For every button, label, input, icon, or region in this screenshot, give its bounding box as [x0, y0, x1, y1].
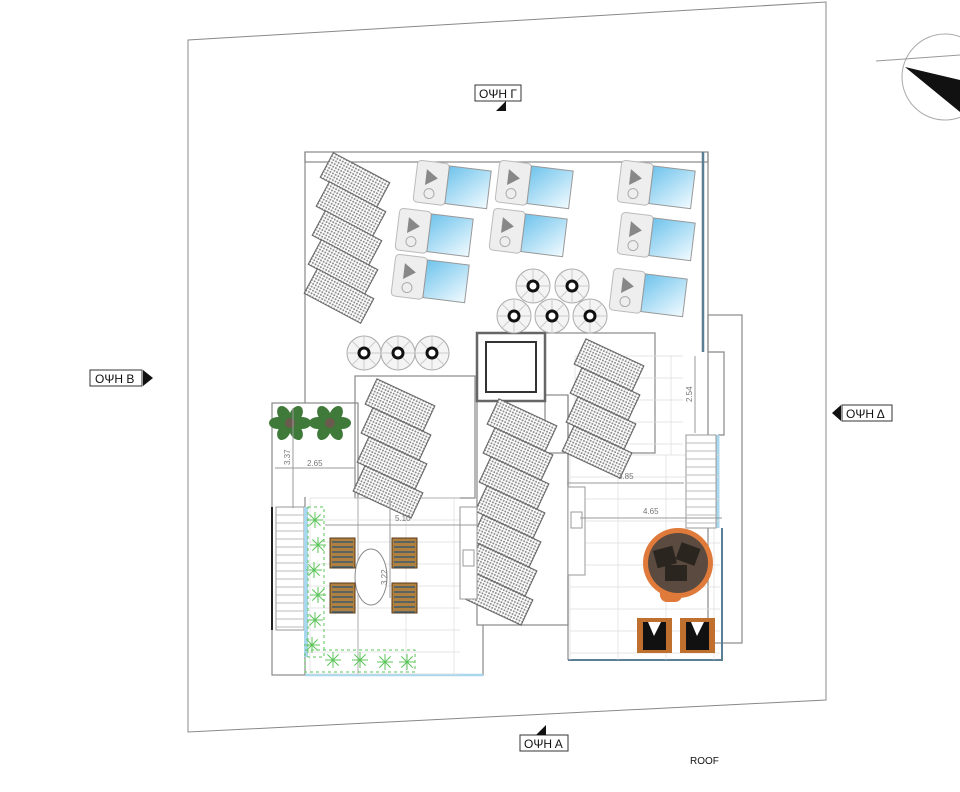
sun-lounger-icon	[608, 267, 688, 318]
umbrella-icon	[346, 335, 382, 371]
sun-lounger-icon	[488, 207, 568, 258]
dim-dining-width: 5.10	[395, 514, 411, 523]
shrub-icon	[306, 562, 322, 578]
solar-panel-icon	[352, 465, 424, 519]
svg-text:ΟΨΗ Α: ΟΨΗ Α	[524, 737, 563, 751]
shrubs	[304, 512, 415, 670]
svg-text:ΟΨΗ Β: ΟΨΗ Β	[95, 372, 134, 386]
umbrella-icon	[496, 298, 532, 334]
dim-stair-landing: 2.54	[685, 386, 694, 402]
sun-lounger-icon	[412, 159, 492, 210]
sink-icon	[459, 486, 586, 600]
shrub-icon	[307, 612, 323, 628]
plot-boundary	[187, 1, 827, 733]
dimension-lines: 3.37 2.65 5.10 3.22 2.54 3.85 4.65	[275, 356, 722, 598]
shrub-icon	[325, 652, 341, 668]
sun-lounger-icon	[616, 159, 696, 210]
umbrellas	[346, 268, 608, 371]
shrub-icon	[352, 652, 368, 668]
dim-lounge-outer: 4.65	[643, 507, 659, 516]
umbrella-icon	[380, 335, 416, 371]
dim-planter-height: 3.37	[283, 449, 292, 465]
dining-table-icon	[329, 537, 418, 614]
elevation-tag-left: ΟΨΗ Β	[89, 369, 153, 387]
planter-strip	[304, 506, 416, 673]
umbrella-icon	[554, 268, 590, 304]
sun-lounger-icon	[494, 159, 574, 210]
umbrella-icon	[414, 335, 450, 371]
shrub-icon	[304, 637, 320, 653]
shrub-icon	[399, 654, 415, 670]
elevation-tag-right: ΟΨΗ Δ	[832, 404, 893, 422]
chair-icon	[329, 537, 356, 569]
shrub-icon	[377, 654, 393, 670]
chair-icon	[391, 537, 418, 569]
shrub-icon	[310, 537, 326, 553]
sun-lounger-icon	[394, 207, 474, 258]
svg-text:ΟΨΗ Δ: ΟΨΗ Δ	[846, 407, 885, 421]
solar-panel-icon	[303, 267, 375, 325]
umbrella-icon	[572, 298, 608, 334]
skylight-shaft	[475, 331, 547, 403]
palm-plant-icon	[269, 405, 351, 441]
solar-panel-icon	[561, 425, 633, 479]
staircase-icon	[275, 434, 717, 631]
north-arrow-icon	[875, 33, 960, 121]
shrub-icon	[310, 587, 326, 603]
drawing-title: ROOF	[690, 756, 719, 767]
sun-lounger-icon	[390, 253, 470, 304]
dim-dining-depth: 3.22	[380, 569, 389, 585]
svg-text:ΟΨΗ Γ: ΟΨΗ Γ	[479, 87, 517, 101]
chair-icon	[391, 582, 418, 614]
shrub-icon	[307, 512, 323, 528]
elevation-tag-top: ΟΨΗ Γ	[474, 84, 522, 111]
dim-lounge-inner: 3.85	[618, 472, 634, 481]
solar-panels	[303, 151, 645, 626]
elevation-tag-bottom: ΟΨΗ Α	[519, 725, 569, 752]
sun-lounger-icon	[616, 211, 696, 262]
dim-planter-width: 2.65	[307, 459, 323, 468]
sun-loungers	[390, 159, 696, 318]
umbrella-icon	[515, 268, 551, 304]
umbrella-icon	[534, 298, 570, 334]
chair-icon	[329, 582, 356, 614]
armchair-icon	[637, 618, 715, 653]
fire-pit-icon	[643, 528, 713, 602]
